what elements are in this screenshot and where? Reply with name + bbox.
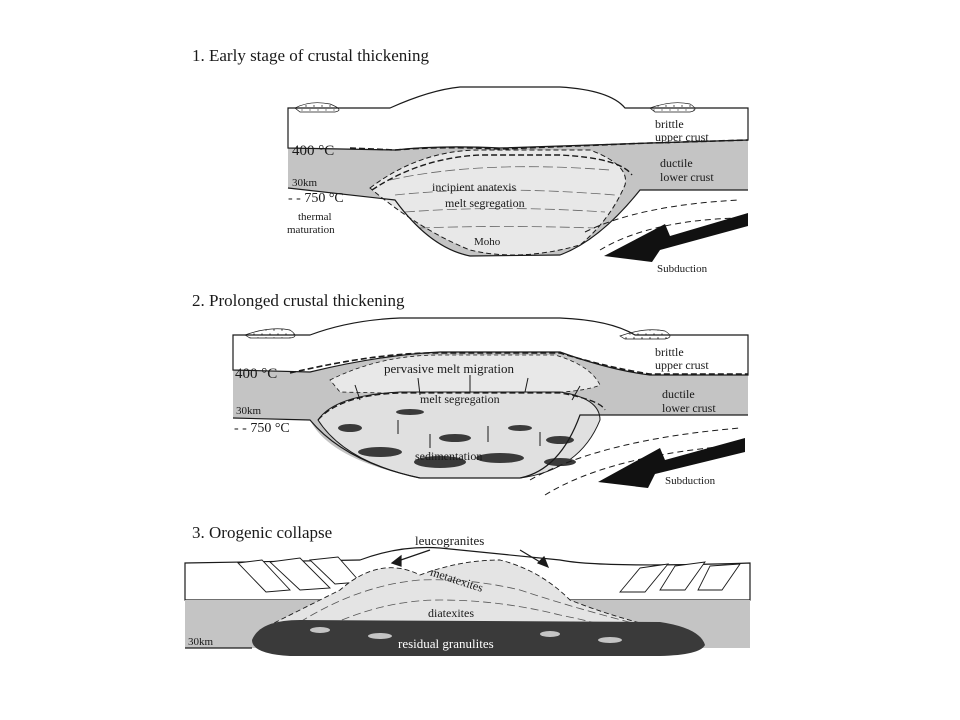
panel2-isotherm-750 [317, 392, 606, 421]
panel2-label-depth: 30km [236, 405, 262, 417]
panel2-migration-arrows [354, 375, 581, 448]
panel2-label-upper1: brittle [655, 345, 684, 359]
panel2-subduction-line [529, 427, 741, 481]
panel3-label-diatexites: diatexites [428, 606, 474, 620]
panel3-label-depth: 30km [188, 636, 214, 648]
panel1-subduction-arrow [604, 213, 748, 262]
panel3-leucogranite-arrows [390, 549, 550, 569]
panel3-cross-section: leucogranites metatexites diatexites res… [184, 533, 751, 656]
panel2-label-lower2: lower crust [662, 401, 716, 415]
panel2-restite-blobs [338, 409, 576, 468]
panel3-label-granulites: residual granulites [398, 636, 494, 651]
panel2-title: 2. Prolonged crustal thickening [192, 291, 405, 310]
panel2-cross-section: brittle upper crust ductile lower crust … [232, 317, 749, 496]
panel3-label-leucogranites: leucogranites [415, 533, 484, 548]
panel1-isotherm-400 [349, 139, 749, 151]
panel1-label-thermal1: thermal [298, 211, 332, 223]
panel2-migration-zone [329, 354, 601, 396]
panel1-sediment-left [294, 102, 340, 113]
panel1-subduction-line [584, 199, 741, 233]
panel2-sediment-right [619, 329, 671, 340]
panel1-label-upper1: brittle [655, 117, 684, 131]
panel1-label-subduction: Subduction [657, 263, 708, 275]
panel1-sediment-right [649, 102, 696, 113]
panel1-label-iso400: 400 °C [292, 143, 334, 159]
panel2-label-segregation: melt segregation [420, 392, 500, 406]
panel2-upper-crust [232, 317, 749, 376]
panel3-residual-granulites [252, 620, 705, 656]
panel2-label-iso400: 400 °C [235, 366, 277, 382]
panel1-label-lower1: ductile [660, 156, 693, 170]
panel3-tilted-blocks [237, 556, 741, 593]
panel1-title: 1. Early stage of crustal thickening [192, 46, 429, 65]
panel1-isotherm-750 [371, 154, 633, 191]
panel1-label-iso750: - - 750 °C [288, 191, 344, 206]
panel3-title: 3. Orogenic collapse [192, 523, 333, 542]
panel1-label-moho: Moho [474, 236, 501, 248]
panel2-label-subduction: Subduction [665, 475, 716, 487]
panel2-label-upper2: upper crust [655, 358, 709, 372]
panel1-label-anatexis: incipient anatexis [432, 180, 517, 194]
panel2-label-lower1: ductile [662, 387, 695, 401]
panel2-label-migration: pervasive melt migration [384, 361, 514, 376]
panel1-label-lower2: lower crust [660, 170, 714, 184]
panel1-label-depth: 30km [292, 177, 318, 189]
panel2-sediment-left [244, 328, 296, 339]
panel1-melt-zone [369, 149, 627, 256]
panel2-subduction-arrow [598, 438, 745, 488]
panel1-label-segregation: melt segregation [445, 196, 525, 210]
panel1-cross-section: brittle upper crust ductile lower crust … [287, 86, 749, 275]
panel1-label-thermal2: maturation [287, 224, 335, 236]
panel1-label-upper2: upper crust [655, 130, 709, 144]
panel2-label-iso750: - - 750 °C [234, 421, 290, 436]
panel2-label-sedimentation: sedimentation [415, 449, 482, 463]
